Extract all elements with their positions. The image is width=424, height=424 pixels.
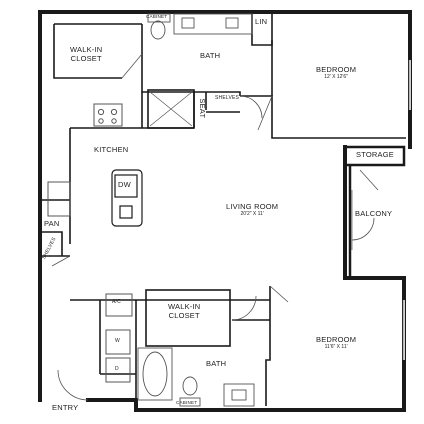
living-room-label: LIVING ROOM 20'2" X 11' [226,202,279,217]
storage-balcony-walls [345,145,406,278]
balcony-label: BALCONY [355,209,393,218]
bedroom-top-label: BEDROOM 12' X 12'6" [316,65,357,80]
storage-label: STORAGE [356,150,394,159]
window-lines [351,60,410,360]
walk-in-closet-bottom-label: WALK-IN CLOSET [168,302,201,320]
entry-label: ENTRY [52,403,79,412]
bath-top-label: BATH [200,51,221,60]
kitchen-label: KITCHEN [94,145,129,154]
bedroom-bottom-label: BEDROOM 11'6" X 11' [316,335,357,350]
washer-label: W [115,338,120,344]
walk-in-closet-top-label: WALK-IN CLOSET [70,45,103,63]
bath-bottom-label: BATH [206,359,227,368]
bath-bottom-fixtures [137,347,255,407]
linen-label: LIN [255,17,268,26]
bath-top-fixtures [147,13,253,40]
kitchen-counters [47,103,123,217]
ac-label: A/C [112,299,121,305]
dryer-label: D [115,366,119,372]
dishwasher-label: DW [118,180,131,189]
cabinet-top-label: CABINET [146,14,168,19]
door-swings [51,53,379,401]
shelves-top-label: SHELVES [215,95,240,101]
pantry-label: PAN [44,219,60,228]
seat-label: SEAT [198,98,208,119]
laundry-fixtures [105,293,133,383]
kitchen-island [111,169,143,227]
window-gaps [403,60,411,360]
cabinet-bottom-label: CABINET [176,400,198,405]
shower-cross [149,91,193,127]
